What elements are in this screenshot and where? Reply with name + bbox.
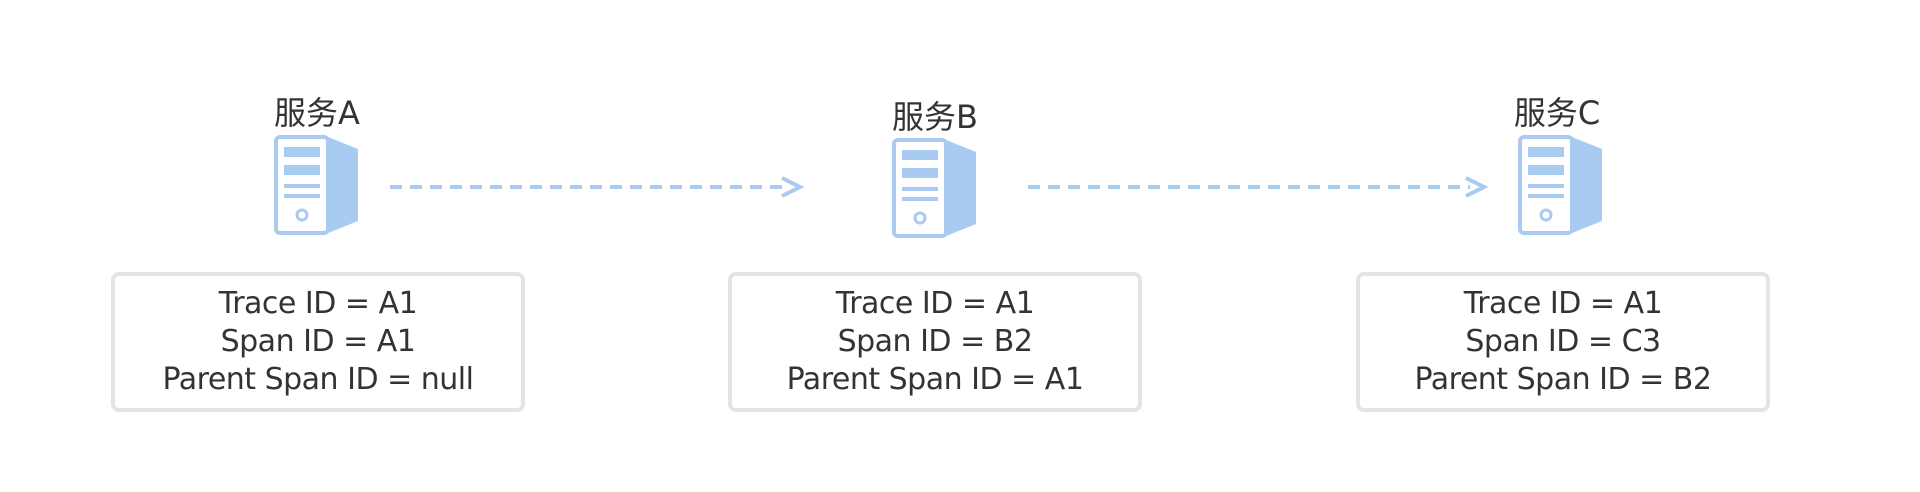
span-info-box-a: Trace ID = A1 Span ID = A1 Parent Span I… <box>111 272 525 412</box>
span-id-line: Span ID = A1 <box>220 324 416 359</box>
parent-span-id-line: Parent Span ID = A1 <box>786 362 1084 397</box>
service-c-title: 服务C <box>1513 94 1601 132</box>
service-b-title: 服务B <box>892 98 978 136</box>
parent-span-id-line: Parent Span ID = null <box>162 362 474 397</box>
trace-id-line: Trace ID = A1 <box>835 286 1035 321</box>
server-icon <box>892 138 976 238</box>
span-id-line: Span ID = B2 <box>837 324 1033 359</box>
server-icon <box>274 135 358 235</box>
service-a-title: 服务A <box>274 94 360 132</box>
parent-span-id-line: Parent Span ID = B2 <box>1414 362 1712 397</box>
span-info-box-c: Trace ID = A1 Span ID = C3 Parent Span I… <box>1356 272 1770 412</box>
trace-id-line: Trace ID = A1 <box>1463 286 1663 321</box>
arrow-a-to-b <box>390 176 805 198</box>
trace-id-line: Trace ID = A1 <box>218 286 418 321</box>
span-id-line: Span ID = C3 <box>1465 324 1661 359</box>
arrow-b-to-c <box>1028 176 1489 198</box>
server-icon <box>1518 135 1602 235</box>
span-info-box-b: Trace ID = A1 Span ID = B2 Parent Span I… <box>728 272 1142 412</box>
